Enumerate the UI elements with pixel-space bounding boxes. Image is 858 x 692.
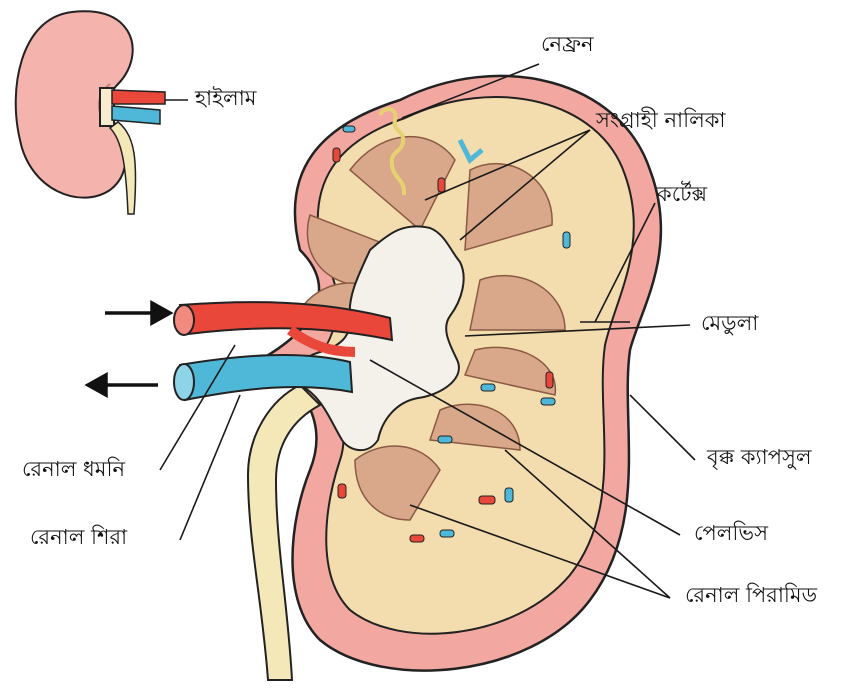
kidney-main [174,76,661,680]
label-renal-pyramid: রেনাল পিরামিড [685,585,817,606]
label-pelvis: পেলভিস [694,523,768,544]
label-renal-capsule: বৃক্ক ক্যাপসুল [707,447,811,468]
flow-arrows [88,303,170,395]
label-nephron: নেফ্রন [541,34,594,55]
kidney-inset [16,11,165,214]
label-cortex: কর্টেক্স [657,184,707,205]
label-medulla: মেডুলা [701,313,758,334]
label-hilum: হাইলাম [195,88,256,109]
label-collecting-duct: সংগ্রাহী নালিকা [596,110,726,131]
label-renal-vein: রেনাল শিরা [30,527,127,548]
label-renal-artery: রেনাল ধমনি [22,459,125,480]
